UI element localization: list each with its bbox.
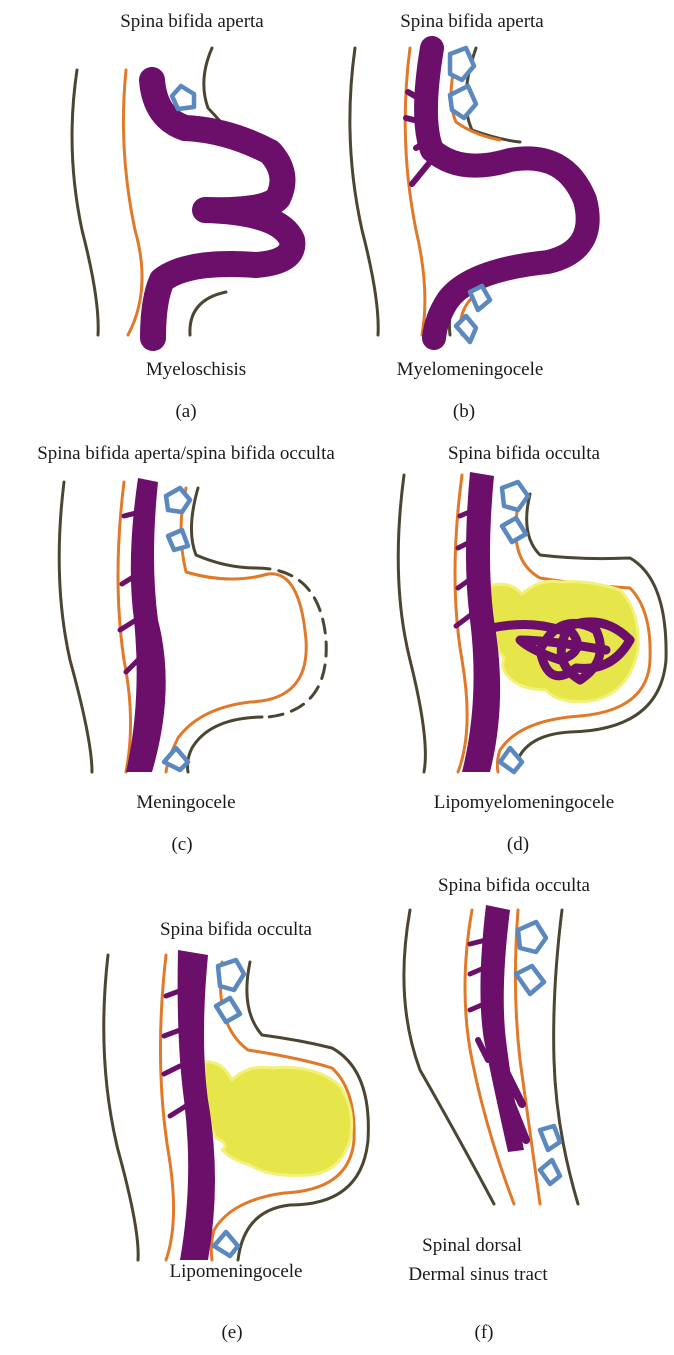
- panel-d-vertebra-2: [499, 515, 529, 545]
- panel-d-dura-line: [453, 473, 469, 774]
- panel-b-skin-line: [348, 46, 380, 337]
- panel-e-spinal-cord: [177, 950, 215, 1260]
- panel-f-title: Spina bifida occulta: [438, 875, 591, 896]
- panel-d-letter: (d): [507, 834, 529, 855]
- panel-c-title: Spina bifida aperta/spina bifida occulta: [37, 443, 335, 464]
- panel-e: Spina bifida occulta Lipomeningocele (e): [102, 919, 370, 1343]
- panel-a-letter: (a): [175, 401, 196, 422]
- panel-d-nerve-root-1: [457, 507, 477, 519]
- panel-d-vertebra-3: [497, 745, 525, 775]
- panel-e-lipoma: [202, 1060, 354, 1177]
- panel-f-skin-right: [552, 908, 580, 1206]
- panel-c-nerve-root-4: [123, 655, 143, 675]
- panel-a-vertebra: [169, 83, 197, 112]
- panel-b-vertebra-3: [467, 283, 493, 313]
- panel-f-sinus-tract-4: [475, 1037, 491, 1063]
- panel-d-skin-sac: [512, 492, 668, 774]
- panel-f-dura-left: [463, 908, 516, 1206]
- panel-e-skin-sac: [236, 960, 370, 1262]
- panel-c: Spina bifida aperta/spina bifida occulta…: [37, 443, 335, 855]
- panel-d-title: Spina bifida occulta: [448, 443, 601, 464]
- panel-f-name-line1: Spinal dorsal: [422, 1235, 522, 1256]
- panel-c-spinal-cord: [126, 478, 166, 772]
- panel-b-vertebra-4: [453, 313, 479, 345]
- panel-c-letter: (c): [171, 834, 192, 855]
- panel-a-skin-bottom: [188, 290, 228, 337]
- panel-c-skin-sac: [189, 486, 258, 570]
- panel-f-vertebra-1: [515, 919, 549, 955]
- panel-c-vertebra-3: [161, 745, 191, 773]
- panel-b-dura-right: [449, 58, 502, 142]
- panel-f-vertebra-4: [537, 1157, 563, 1187]
- panel-e-vertebra-1: [215, 957, 247, 993]
- panel-e-nerve-root-1: [163, 987, 185, 999]
- panel-e-nerve-root-2: [161, 1027, 183, 1039]
- panel-b-letter: (b): [453, 401, 475, 422]
- panel-d-spinal-cord: [462, 472, 501, 772]
- panel-e-dura-line: [158, 953, 176, 1262]
- panel-d: Spina bifida occulta Lipomyelomeningocel…: [396, 443, 668, 855]
- panel-c-nerve-root-3: [117, 617, 139, 633]
- panel-c-vertebra-1: [163, 485, 193, 515]
- panel-d-nerve-root-3: [455, 575, 475, 591]
- panel-b-nerve-root-2: [403, 115, 425, 125]
- panel-a-title: Spina bifida aperta: [120, 11, 264, 32]
- panel-b-spinal-cord: [414, 36, 600, 350]
- panel-b-nerve-root-4: [409, 159, 433, 187]
- panel-b-name: Myelomeningocele: [397, 359, 544, 380]
- panel-c-nerve-root-1: [121, 509, 143, 519]
- panel-c-dura-sac: [164, 486, 308, 774]
- panel-a-dura-line: [121, 68, 144, 337]
- panel-c-skin-sac-dashed: [254, 566, 328, 719]
- panel-e-vertebra-2: [213, 995, 243, 1025]
- panel-c-vertebra-2: [165, 527, 191, 553]
- panel-e-title: Spina bifida occulta: [160, 919, 313, 940]
- panel-c-skin-line: [57, 480, 94, 774]
- panel-e-name: Lipomeningocele: [170, 1261, 303, 1282]
- panel-f-sinus-tract-1: [496, 1056, 526, 1108]
- panel-d-name: Lipomyelomeningocele: [434, 792, 614, 813]
- panel-d-dura-sac: [495, 504, 652, 774]
- panel-f-vertebra-3: [537, 1123, 563, 1153]
- panel-d-skin-line: [396, 473, 427, 774]
- panel-d-vertebra-1: [499, 479, 531, 513]
- panel-e-dura-sac: [209, 960, 356, 1262]
- panel-f-sinus-tract-3: [502, 1086, 530, 1144]
- panel-e-nerve-root-3: [161, 1063, 183, 1077]
- panel-c-nerve-root-2: [119, 571, 141, 587]
- panel-b-vertebra-1: [447, 45, 477, 83]
- panel-a-name: Myeloschisis: [146, 359, 246, 380]
- panel-f-skin-left: [402, 908, 496, 1206]
- panel-e-nerve-root-4: [167, 1103, 189, 1119]
- panel-c-dura-line: [116, 480, 133, 774]
- panel-f-nerve-root-3: [467, 1001, 487, 1013]
- panel-f: Spina bifida occulta Spinal dorsal Derma…: [402, 875, 591, 1343]
- panel-e-vertebra-3: [211, 1229, 241, 1259]
- panel-f-name-line2: Dermal sinus tract: [408, 1264, 548, 1285]
- panel-a-skin-line: [70, 68, 100, 337]
- panel-b-nerve-root-3: [413, 137, 433, 151]
- panel-b-dura-line: [403, 46, 427, 337]
- panel-b-title: Spina bifida aperta: [400, 11, 544, 32]
- panel-f-letter: (f): [475, 1322, 494, 1343]
- panel-b-nerve-root-1: [405, 89, 425, 103]
- panel-d-nerve-root-2: [455, 537, 477, 551]
- panel-c-name: Meningocele: [136, 792, 235, 813]
- panel-e-letter: (e): [221, 1322, 242, 1343]
- panel-f-nerve-root-2: [467, 965, 487, 977]
- panel-e-skin-line: [102, 953, 140, 1262]
- panel-d-nerve-root-4: [453, 611, 475, 629]
- panel-a: Spina bifida aperta Myeloschisis (a): [70, 11, 306, 422]
- panel-b: Spina bifida aperta Myelomeningocele (b): [348, 11, 600, 422]
- panel-f-dura-right: [513, 908, 542, 1206]
- panel-d-tethered-cord-tangle: [487, 617, 635, 685]
- panel-b-vertebra-2: [447, 83, 479, 121]
- panel-a-spinal-cord: [139, 67, 306, 351]
- panel-c-skin-sac-bottom: [186, 715, 264, 774]
- panel-f-nerve-root-1: [467, 937, 489, 947]
- panel-f-vertebra-2: [513, 963, 547, 997]
